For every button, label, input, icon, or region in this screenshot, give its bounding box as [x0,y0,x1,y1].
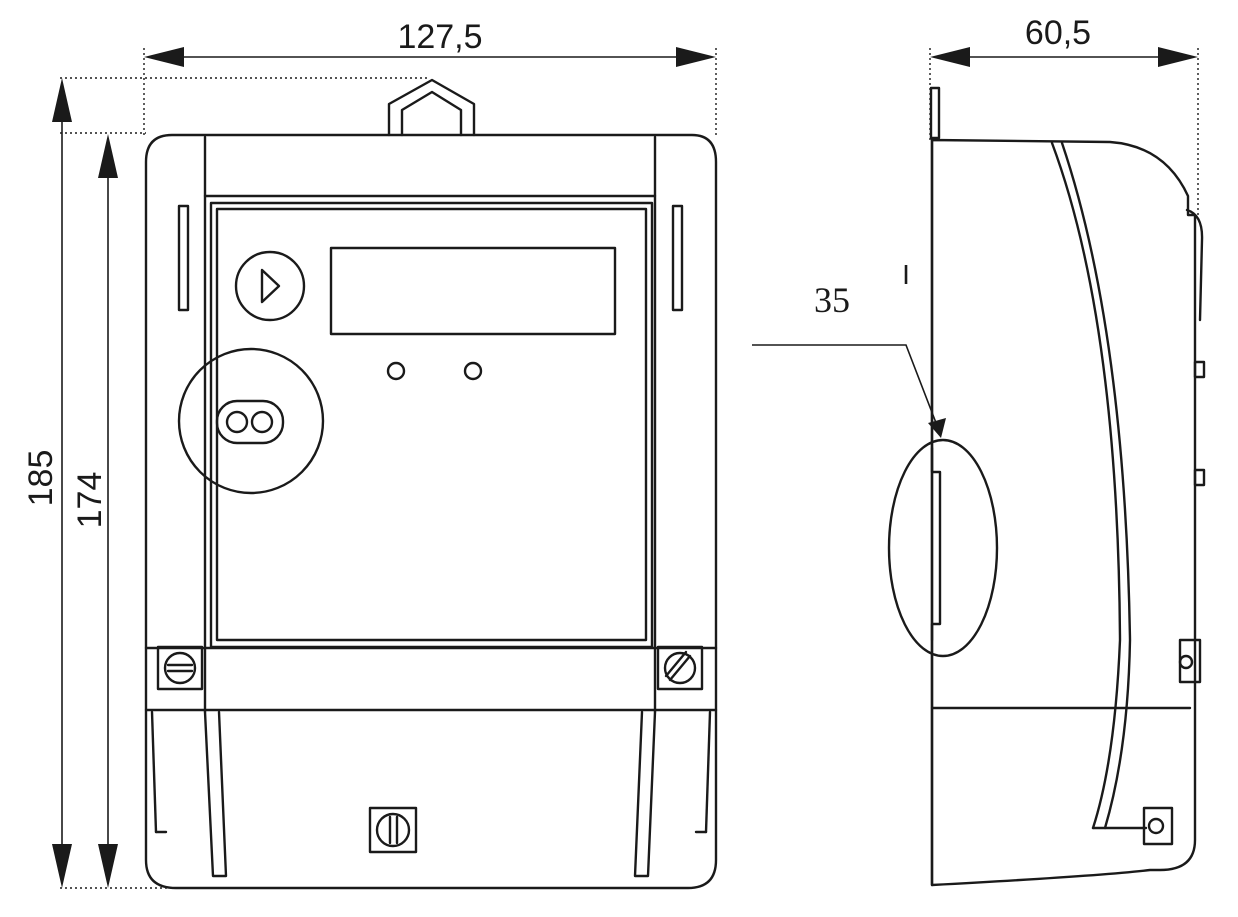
front-dimensions: 127,5 185 174 [22,18,717,889]
din-rail-leader-arrow [928,418,946,438]
din-rail-detail-ellipse [887,438,999,658]
lcd-display [329,246,617,336]
width-label: 127,5 [397,18,482,56]
din-rail-label: 35 [814,280,850,320]
cover-seal-screw-icon [375,812,411,848]
left-seal-screw-icon [163,651,197,685]
width-arrow-left [144,47,184,67]
left-slot [177,204,190,312]
front-panel-outer [209,201,654,649]
front-face-curve [1050,141,1122,830]
body-height-arrow-bottom [98,844,118,888]
side-housing-outline [930,138,1197,887]
total-height-label: 185 [22,450,60,507]
side-view: I [887,86,1206,887]
side-dimensions: 60,5 35 [752,14,1199,438]
optical-port-socket [215,399,285,445]
right-cover-leg [633,710,657,878]
depth-arrow-right [1158,47,1198,67]
left-edge-line [150,710,158,834]
din-rail-profile [930,446,942,642]
depth-arrow-left [930,47,970,67]
optical-port-ring [177,347,325,495]
tick-label: I [902,259,910,290]
play-arrow-icon [260,268,281,304]
right-screw-slot-a [668,654,692,682]
cover-seal-screw-box [368,806,418,854]
side-screw-icon [1178,654,1194,670]
scroll-button [234,250,306,322]
optical-port-lens-1 [225,410,249,434]
back-plate-tab [929,86,941,140]
right-seal-screw-icon [663,651,697,685]
led-indicator-2 [463,361,483,381]
side-cover-screw-icon [1147,817,1165,835]
body-height-arrow-top [98,134,118,178]
side-tab-1 [1193,360,1206,379]
front-face-curve-inner [1060,141,1132,830]
hanging-hook-inner [400,90,463,137]
right-seal-screw-box [656,645,704,691]
left-cover-leg [203,710,228,878]
hanging-hook [387,78,476,137]
housing-outline [144,133,718,890]
optical-port-lens-2 [250,410,274,434]
side-hook-profile [1185,208,1204,322]
right-screw-slot-b [664,650,688,678]
body-height-label: 174 [71,472,109,529]
din-rail-leader-line [752,344,939,429]
left-seal-screw-box [156,645,204,691]
depth-label: 60,5 [1025,14,1091,52]
led-indicator-1 [386,361,406,381]
front-view [144,78,718,890]
width-arrow-right [676,47,716,67]
total-height-arrow-bottom [52,844,72,888]
front-panel-inner [215,207,648,642]
side-cover-screw-housing [1142,806,1174,846]
side-tab-2 [1193,468,1206,487]
right-edge-line [704,710,712,834]
total-height-arrow-top [52,78,72,122]
right-slot [671,204,684,312]
side-screw-housing [1178,638,1202,684]
